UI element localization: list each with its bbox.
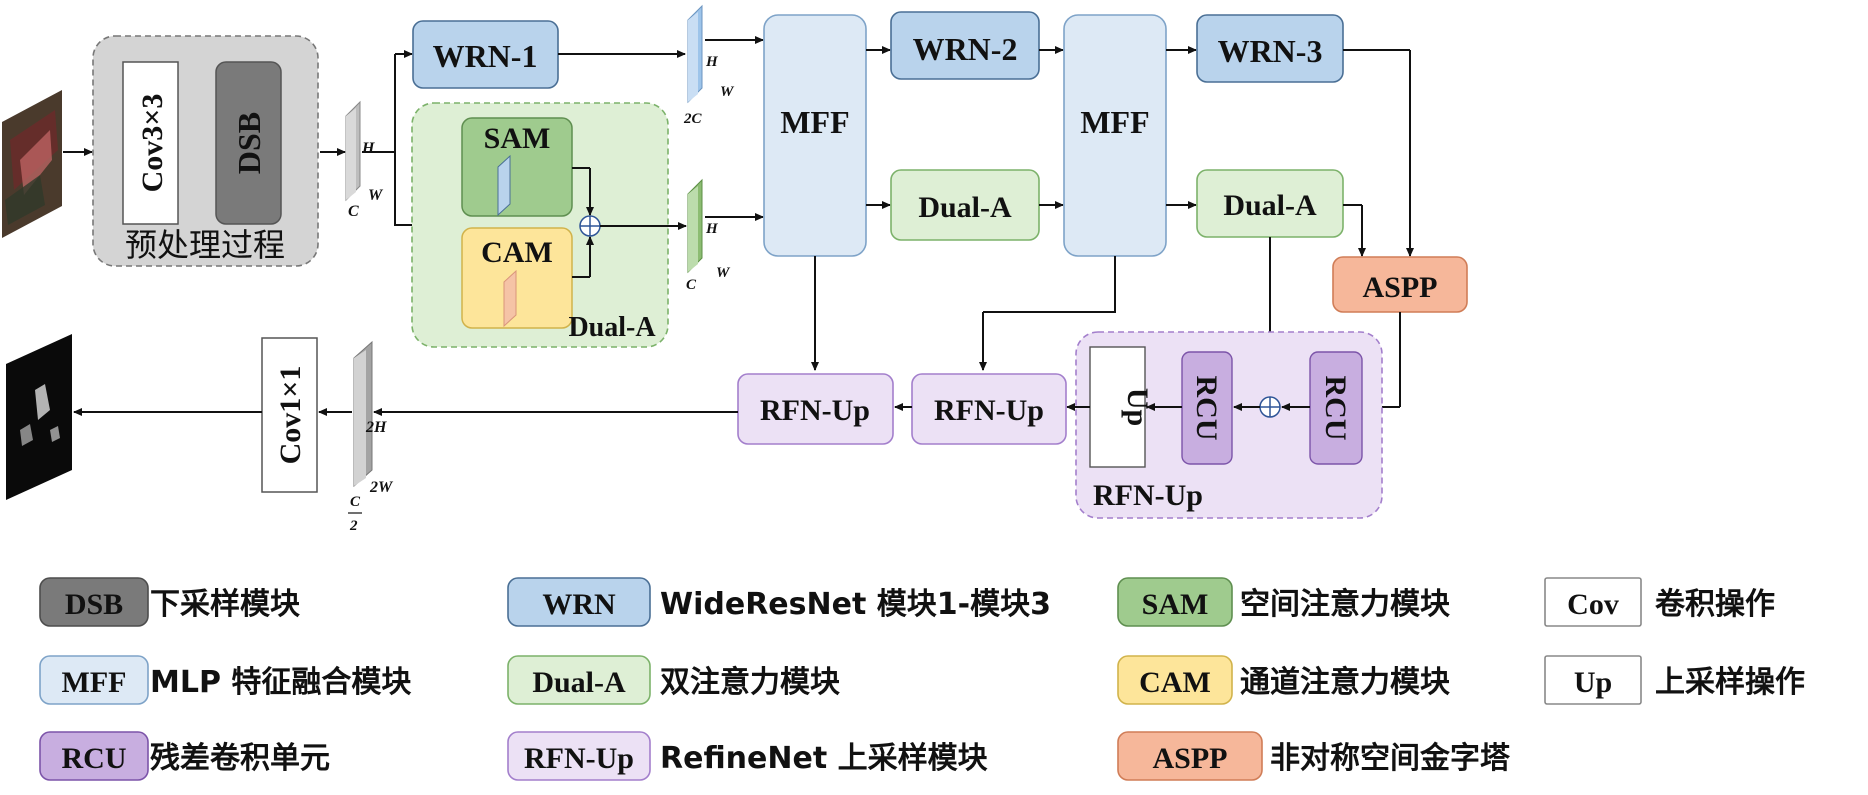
- dual-a-2-label: Dual-A: [1223, 189, 1317, 222]
- svg-text:C: C: [350, 494, 361, 510]
- legend-description: 双注意力模块: [660, 665, 840, 700]
- legend-key: Dual-A: [532, 666, 626, 699]
- svg-text:2H: 2H: [365, 419, 387, 436]
- svg-text:H: H: [705, 221, 719, 237]
- rfn-up-1-label: RFN-Up: [760, 394, 870, 427]
- dual-a-group-label: Dual-A: [568, 312, 656, 343]
- legend-description: 残差卷积单元: [150, 741, 330, 776]
- output-image: [6, 334, 72, 500]
- wrn-2-label: WRN-2: [913, 31, 1018, 67]
- legend-key: RCU: [62, 742, 127, 775]
- legend-key: CAM: [1139, 666, 1211, 699]
- dual-a-group: SAM CAM Dual-A: [411, 102, 669, 348]
- conv3x3-block: [122, 61, 179, 225]
- svg-text:W: W: [716, 265, 731, 281]
- svg-text:W: W: [720, 84, 735, 100]
- legend-swatch-mff: [39, 655, 149, 705]
- legend-swatch-cam: [1117, 655, 1233, 705]
- svg-text:W: W: [368, 187, 384, 204]
- rfn-up-group: Up RCU RCU RFN-Up: [1075, 331, 1383, 519]
- legend-description: MLP 特征融合模块: [150, 665, 411, 700]
- cam-label: CAM: [481, 236, 553, 269]
- legend-description: 空间注意力模块: [1240, 587, 1450, 622]
- mff-2-label: MFF: [1080, 104, 1149, 140]
- dual-a-1-label: Dual-A: [918, 191, 1012, 224]
- legend-description: 上采样操作: [1655, 665, 1805, 700]
- preprocess-group: Cov3×3 DSB 预处理过程: [92, 35, 319, 267]
- legend-swatch-dsb: [39, 577, 149, 627]
- legend-description: RefineNet 上采样模块: [660, 741, 988, 776]
- rfn-up-2-block: [911, 373, 1067, 445]
- wrn-3-block: [1196, 14, 1344, 83]
- legend-description: 通道注意力模块: [1240, 665, 1450, 700]
- rfn-up-group-label: RFN-Up: [1093, 479, 1203, 512]
- legend-swatch-dual-a: [507, 655, 651, 705]
- rcu-1-label: RCU: [1190, 376, 1223, 441]
- legend-swatch-rfn-up: [507, 731, 651, 781]
- rfn-up-1-block: [737, 373, 894, 445]
- dsb-label: DSB: [231, 112, 267, 174]
- svg-text:C: C: [348, 203, 359, 220]
- legend-key: SAM: [1142, 588, 1209, 621]
- conv3x3-label: Cov3×3: [136, 94, 169, 193]
- input-image: [2, 90, 62, 238]
- svg-text:2C: 2C: [683, 111, 703, 127]
- svg-text:H: H: [705, 54, 719, 70]
- svg-text:C: C: [686, 277, 697, 293]
- feature-map-2: H W 2C: [683, 4, 735, 127]
- sam-label: SAM: [484, 122, 551, 155]
- legend-key: WRN: [542, 588, 616, 621]
- wrn-2-block: [890, 11, 1040, 80]
- legend-key: MFF: [62, 666, 127, 699]
- legend-description: 下采样模块: [150, 587, 300, 622]
- legend-key: ASPP: [1153, 742, 1228, 775]
- legend-key: RFN-Up: [524, 742, 634, 775]
- mff-1-label: MFF: [780, 104, 849, 140]
- rcu-2-label: RCU: [1319, 376, 1352, 441]
- legend-swatch-wrn: [507, 577, 651, 627]
- legend-swatch-aspp: [1117, 731, 1263, 781]
- legend-key: Cov: [1567, 588, 1619, 621]
- legend-description: WideResNet 模块1-模块3: [660, 587, 1051, 622]
- legend-description: 卷积操作: [1655, 587, 1775, 622]
- legend: DSB 下采样模块 WRN WideResNet 模块1-模块3 SAM 空间注意力模块 C…: [39, 577, 1805, 781]
- legend-swatch-cov: [1544, 577, 1642, 627]
- dsb-block: [215, 61, 282, 225]
- aspp-label: ASPP: [1363, 271, 1438, 304]
- conv1x1-block: [261, 337, 318, 493]
- svg-text:2W: 2W: [369, 479, 394, 496]
- legend-description: 非对称空间金字塔: [1270, 741, 1511, 776]
- feature-map-1: H W C: [345, 100, 384, 220]
- svg-text:H: H: [361, 140, 375, 157]
- conv1x1-label: Cov1×1: [274, 366, 307, 465]
- legend-swatch-rcu: [39, 731, 149, 781]
- legend-key: DSB: [65, 588, 123, 621]
- legend-swatch-up: [1544, 655, 1642, 705]
- feature-map-3: H W C: [686, 178, 731, 293]
- rfn-up-2-label: RFN-Up: [934, 394, 1044, 427]
- preprocess-caption: 预处理过程: [125, 226, 285, 264]
- svg-text:2: 2: [349, 518, 358, 534]
- legend-key: Up: [1574, 666, 1612, 699]
- wrn-1-label: WRN-1: [433, 38, 538, 74]
- legend-swatch-sam: [1117, 577, 1233, 627]
- feature-map-4: 2H 2W C 2: [348, 340, 394, 534]
- wrn-3-label: WRN-3: [1218, 33, 1323, 69]
